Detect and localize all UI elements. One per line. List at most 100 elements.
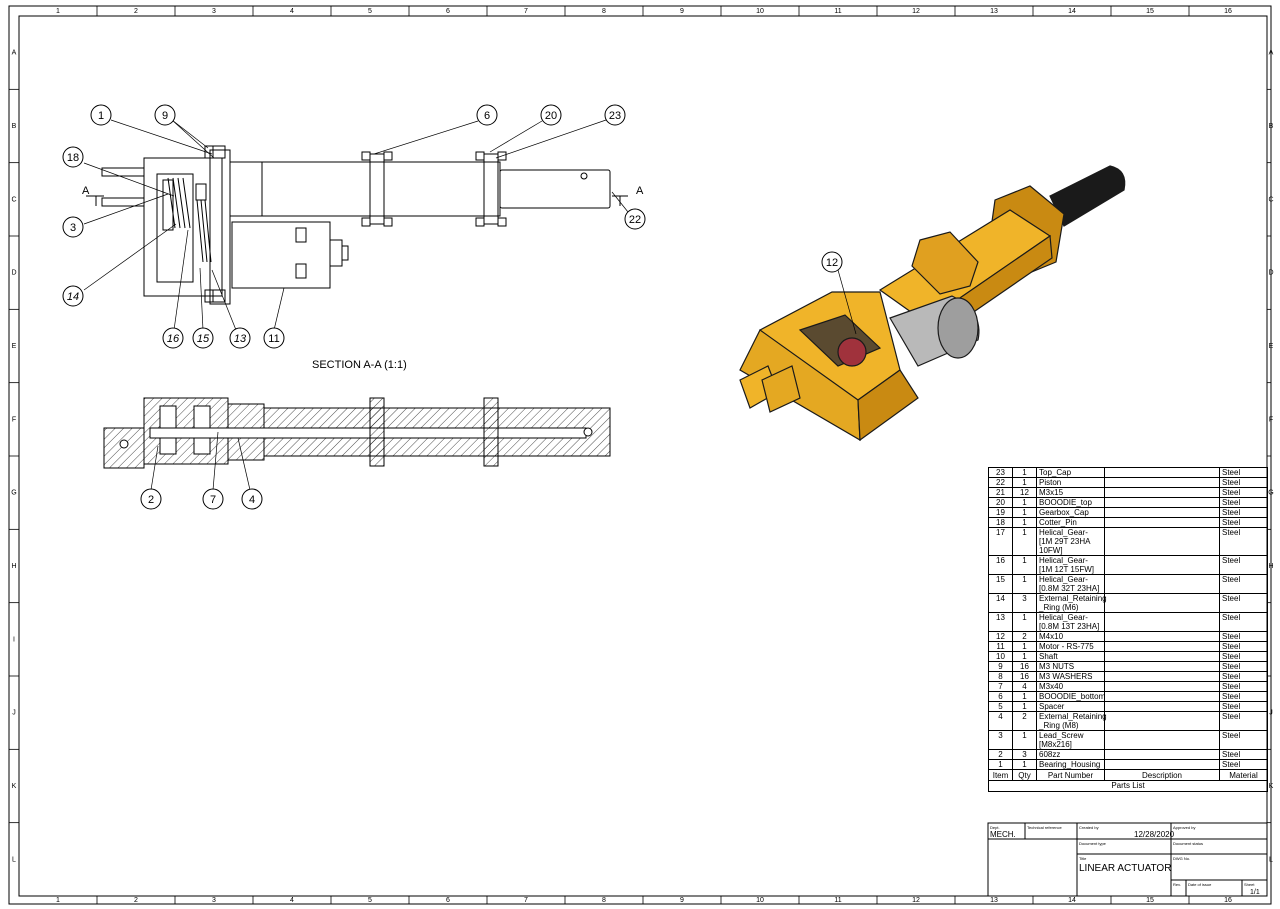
zone-col-label: 10 — [756, 897, 764, 904]
header-material: Material — [1219, 769, 1268, 781]
zone-row-label: H — [11, 563, 16, 570]
header-qty: Qty — [1012, 769, 1037, 781]
zone-row-label: D — [11, 270, 16, 277]
cell-part: Bearing_Housing — [1036, 759, 1105, 770]
cell-part: Spacer — [1036, 701, 1105, 712]
cell-item: 22 — [988, 477, 1013, 488]
zone-col-label: 13 — [990, 8, 998, 15]
zone-col-label: 2 — [134, 897, 138, 904]
zone-col-label: 4 — [290, 8, 294, 15]
cell-desc — [1104, 701, 1220, 712]
cell-qty: 16 — [1012, 671, 1037, 682]
cell-item: 23 — [988, 467, 1013, 478]
sectioned-view — [103, 397, 611, 469]
svg-text:20: 20 — [545, 110, 557, 122]
svg-text:2: 2 — [148, 494, 154, 506]
cell-part: Gearbox_Cap — [1036, 507, 1105, 518]
cell-mat: Steel — [1219, 651, 1268, 662]
zone-col-label: 4 — [290, 897, 294, 904]
cell-item: 9 — [988, 661, 1013, 672]
zone-col-label: 13 — [990, 897, 998, 904]
sheet-number: 1/1 — [1250, 889, 1260, 896]
cell-item: 19 — [988, 507, 1013, 518]
cell-item: 21 — [988, 487, 1013, 498]
isometric-view — [739, 165, 1126, 442]
cell-desc — [1104, 691, 1220, 702]
cell-item: 15 — [988, 574, 1013, 594]
cell-qty: 1 — [1012, 517, 1037, 528]
zone-col-label: 5 — [368, 8, 372, 15]
zone-col-label: 9 — [680, 897, 684, 904]
cell-part: BOOODIE_bottom — [1036, 691, 1105, 702]
rev-label: Rev. — [1173, 882, 1181, 887]
cell-desc — [1104, 507, 1220, 518]
cell-part: Top_Cap — [1036, 467, 1105, 478]
balloon-6: 6 — [476, 104, 498, 126]
cell-qty: 1 — [1012, 612, 1037, 632]
cell-mat: Steel — [1219, 593, 1268, 613]
balloon-16: 16 — [162, 327, 184, 349]
zone-row-label: G — [1268, 490, 1273, 497]
cut-marker-right: A — [636, 185, 644, 197]
zone-row-label: C — [1268, 196, 1273, 203]
cell-mat: Steel — [1219, 612, 1268, 632]
zone-row-label: H — [1268, 563, 1273, 570]
date-issue-label: Date of issue — [1188, 882, 1212, 887]
approved-by-label: Approved by — [1173, 825, 1195, 830]
zone-col-label: 7 — [524, 897, 528, 904]
zone-col-label: 14 — [1068, 8, 1076, 15]
parts-list-caption: Parts List — [988, 780, 1268, 792]
zone-col-label: 7 — [524, 8, 528, 15]
cell-qty: 1 — [1012, 527, 1037, 556]
zone-row-label: E — [1269, 343, 1274, 350]
zone-row-label: F — [1269, 416, 1273, 423]
leader-lines — [83, 119, 857, 491]
zone-row-label: F — [12, 416, 16, 423]
cell-desc — [1104, 711, 1220, 731]
cut-marker-left: A — [82, 185, 90, 197]
zone-row-label: B — [12, 123, 17, 130]
zone-row-label: K — [1269, 783, 1274, 790]
zone-col-label: 12 — [912, 897, 920, 904]
cell-desc — [1104, 487, 1220, 498]
cell-part: M4x10 — [1036, 631, 1105, 642]
zone-col-label: 14 — [1068, 897, 1076, 904]
cell-qty: 2 — [1012, 631, 1037, 642]
svg-text:12: 12 — [826, 257, 838, 269]
zone-row-label: D — [1268, 270, 1273, 277]
cell-part: External_Retaining _Ring (M8) — [1036, 711, 1107, 731]
drawing-title: LINEAR ACTUATOR — [1079, 863, 1171, 874]
section-title: SECTION A-A (1:1) — [312, 359, 407, 371]
cell-part: Helical_Gear- [0.8M 13T 23HA] — [1036, 612, 1105, 632]
cell-qty: 1 — [1012, 555, 1037, 575]
gear-hatch — [167, 177, 212, 263]
zone-col-label: 5 — [368, 897, 372, 904]
cell-desc — [1104, 730, 1220, 750]
svg-text:18: 18 — [67, 152, 79, 164]
cell-qty: 1 — [1012, 507, 1037, 518]
balloon-3: 3 — [62, 216, 84, 238]
svg-text:3: 3 — [70, 222, 76, 234]
zone-col-label: 16 — [1224, 897, 1232, 904]
section-view-a-a — [86, 145, 628, 305]
balloon-4: 4 — [241, 488, 263, 510]
zone-col-label: 1 — [56, 897, 60, 904]
cell-desc — [1104, 517, 1220, 528]
cell-item: 10 — [988, 651, 1013, 662]
zone-col-label: 1 — [56, 8, 60, 15]
zone-col-label: 3 — [212, 8, 216, 15]
created-by-label: Created by — [1079, 825, 1099, 830]
cell-item: 17 — [988, 527, 1013, 556]
zone-row-label: I — [13, 636, 15, 643]
